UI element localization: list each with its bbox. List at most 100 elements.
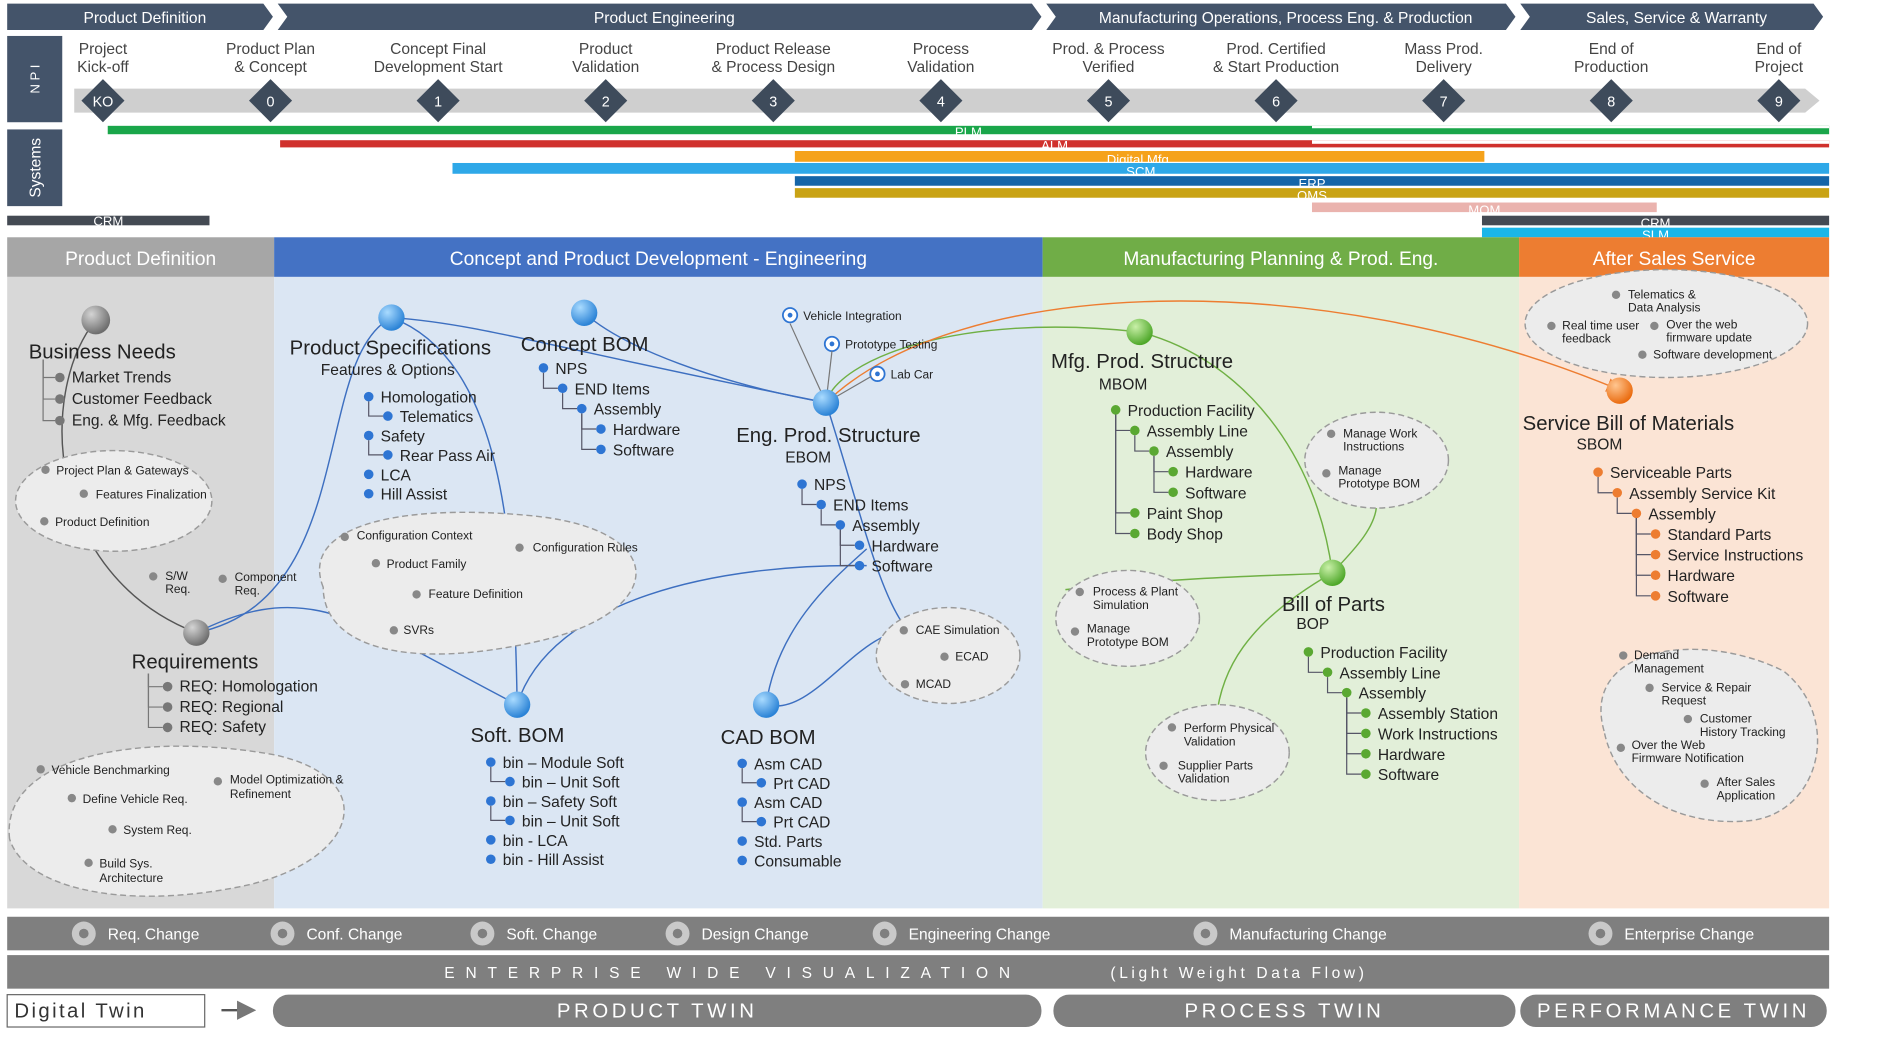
digital-twin-label: Digital Twin <box>14 1000 146 1022</box>
system-label: ERP <box>1298 176 1325 191</box>
gate-id: 0 <box>267 95 275 111</box>
req-small: Req. <box>235 583 260 597</box>
connector-curve <box>516 564 867 705</box>
gate-title: Project <box>79 41 128 58</box>
system-label: PLM <box>955 125 982 140</box>
bullet <box>505 815 515 826</box>
change-bar <box>7 916 1830 951</box>
bullet <box>218 574 227 584</box>
tree-item: Assembly Station <box>1378 706 1498 723</box>
product-twin-label: PRODUCT TWIN <box>557 1000 758 1022</box>
bullet <box>1322 469 1331 478</box>
bullet <box>162 722 173 733</box>
system-bar <box>794 188 1830 198</box>
change-label: Soft. Change <box>506 927 597 944</box>
bullet <box>40 517 49 526</box>
bullet <box>1110 405 1121 415</box>
tree-connector <box>820 509 836 526</box>
section-header <box>274 237 1043 277</box>
bullet <box>1616 743 1626 752</box>
bullet <box>363 469 374 480</box>
gate-title: Concept Final <box>390 41 486 58</box>
tree-item: Hill Assist <box>381 487 448 504</box>
system-label: QMS <box>1297 188 1327 203</box>
connector-line <box>789 323 827 403</box>
bullet <box>1168 466 1178 477</box>
system-label: SCM <box>1126 164 1155 179</box>
cloud-item: Vehicle Benchmarking <box>51 763 169 777</box>
alm-split <box>1311 140 1830 144</box>
change-label: Manufacturing Change <box>1229 927 1386 944</box>
tree-connector <box>42 359 56 422</box>
tree-item: Production Facility <box>1320 645 1447 662</box>
tree-item: Assembly <box>1648 506 1716 523</box>
connector-curve <box>765 548 868 705</box>
gate-subtitle: Project <box>1755 59 1804 76</box>
tree-item: Asm CAD <box>754 756 822 773</box>
bullet <box>486 796 496 806</box>
requirement-item: REQ: Regional <box>180 699 284 716</box>
section-header <box>7 237 275 277</box>
phase-label: Manufacturing Operations, Process Eng. &… <box>1099 10 1472 27</box>
tree-connector <box>839 529 855 567</box>
bullet <box>108 825 117 834</box>
bullet <box>737 758 747 769</box>
section-title: Manufacturing Planning & Prod. Eng. <box>1123 249 1438 270</box>
phase-label: Sales, Service & Warranty <box>1586 10 1767 27</box>
enterprise-label: ENTERPRISE WIDE VISUALIZATION <box>444 965 1021 982</box>
sbom-subtitle: SBOM <box>1577 436 1623 453</box>
cloud-item: SVRs <box>403 623 434 637</box>
gate-id: 6 <box>1272 95 1280 111</box>
tree-connector <box>1597 476 1613 494</box>
change-label: Enterprise Change <box>1624 927 1754 944</box>
cloud-item: Prototype BOM <box>1087 635 1169 649</box>
gate-title: Prod. Certified <box>1226 41 1325 58</box>
node-sphere <box>183 619 210 646</box>
req-small: S/W <box>165 569 188 583</box>
cloud-item: Architecture <box>99 871 163 885</box>
cloud-shape <box>1304 411 1450 509</box>
tree-connector <box>741 768 757 784</box>
product-twin-bar <box>272 994 1042 1028</box>
gate-id: 5 <box>1104 95 1112 111</box>
bullet <box>55 394 65 404</box>
bullet <box>383 411 393 421</box>
tree-item: Prt CAD <box>773 815 830 832</box>
bullet <box>835 520 846 530</box>
tree-item: Assembly Service Kit <box>1629 486 1776 503</box>
tree-item: Software <box>1378 767 1439 784</box>
tree-item: END Items <box>575 381 650 398</box>
tree-item: Assembly <box>1359 686 1427 703</box>
bullet <box>737 855 747 866</box>
business-need-item: Eng. & Mfg. Feedback <box>72 412 226 429</box>
cloud-item: After Sales <box>1717 775 1776 789</box>
tree-item: bin – Unit Soft <box>522 775 620 792</box>
gear-icon-hub <box>829 341 835 347</box>
gear-icon-hub <box>79 928 89 939</box>
phase-label: Product Definition <box>83 10 206 27</box>
bullet <box>1341 687 1352 698</box>
bullet <box>1168 487 1178 498</box>
cloud-item: Vehicle Integration <box>803 309 901 323</box>
tree-connector <box>490 766 506 783</box>
cloud-item: Manage <box>1338 464 1382 478</box>
req-small: Component <box>235 570 298 584</box>
bullet <box>79 489 88 498</box>
system-bar <box>1481 215 1830 226</box>
cloud-shape <box>1600 648 1819 823</box>
system-bar <box>794 176 1830 186</box>
gate-title: Product <box>579 41 633 58</box>
requirements-title: Requirements <box>132 652 259 674</box>
cloud-item: feedback <box>1562 332 1611 346</box>
mfg-struct-subtitle: MBOM <box>1099 376 1147 393</box>
performance-twin-label: PERFORMANCE TWIN <box>1537 1000 1810 1022</box>
node-sphere <box>1606 377 1633 404</box>
gate-subtitle: & Start Production <box>1213 59 1339 76</box>
cloud-item: Perform Physical <box>1184 721 1274 735</box>
bullet <box>1303 647 1314 657</box>
system-label: MOM <box>1468 203 1500 218</box>
requirement-item: REQ: Homologation <box>180 678 318 695</box>
eng-struct-title: Eng. Prod. Structure <box>736 425 920 447</box>
cloud-shape <box>8 745 345 897</box>
gate-title: End of <box>1756 41 1802 58</box>
